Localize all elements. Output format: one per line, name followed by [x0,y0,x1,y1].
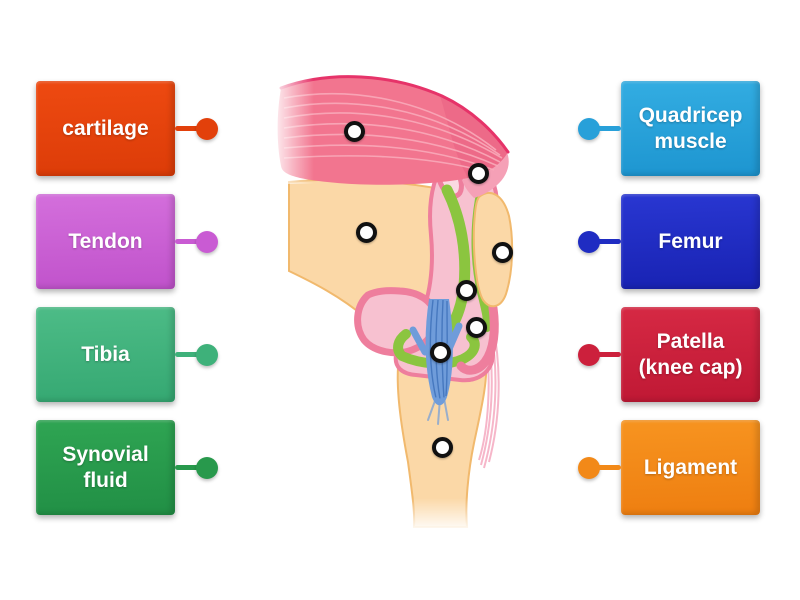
label-text: Tendon [68,229,143,253]
label-tibia[interactable]: Tibia [36,307,218,402]
label-patella[interactable]: Patella (knee cap) [578,307,760,402]
answer-marker-5[interactable] [455,279,477,301]
label-text: Quadricep muscle [638,103,743,153]
label-synovial-fluid[interactable]: Synovial fluid [36,420,218,515]
label-text: Tibia [81,342,130,366]
answer-marker-4[interactable] [491,241,513,263]
answer-marker-6[interactable] [465,316,487,338]
answer-marker-3[interactable] [355,221,377,243]
label-text: cartilage [62,116,149,140]
label-quadricep-muscle[interactable]: Quadricep muscle [578,81,760,176]
label-text: Femur [658,229,723,253]
label-cartilage[interactable]: cartilage [36,81,218,176]
answer-marker-1[interactable] [343,120,365,142]
quadriceps-muscle [276,72,510,198]
label-text: Synovial fluid [62,442,149,492]
label-text: Patella (knee cap) [638,329,743,379]
answer-marker-8[interactable] [431,436,453,458]
answer-marker-2[interactable] [467,162,489,184]
label-ligament[interactable]: Ligament [578,420,760,515]
label-tendon[interactable]: Tendon [36,194,218,289]
label-text: Ligament [643,455,738,479]
answer-marker-7[interactable] [429,341,451,363]
label-femur[interactable]: Femur [578,194,760,289]
capsule-wrap [456,303,499,375]
